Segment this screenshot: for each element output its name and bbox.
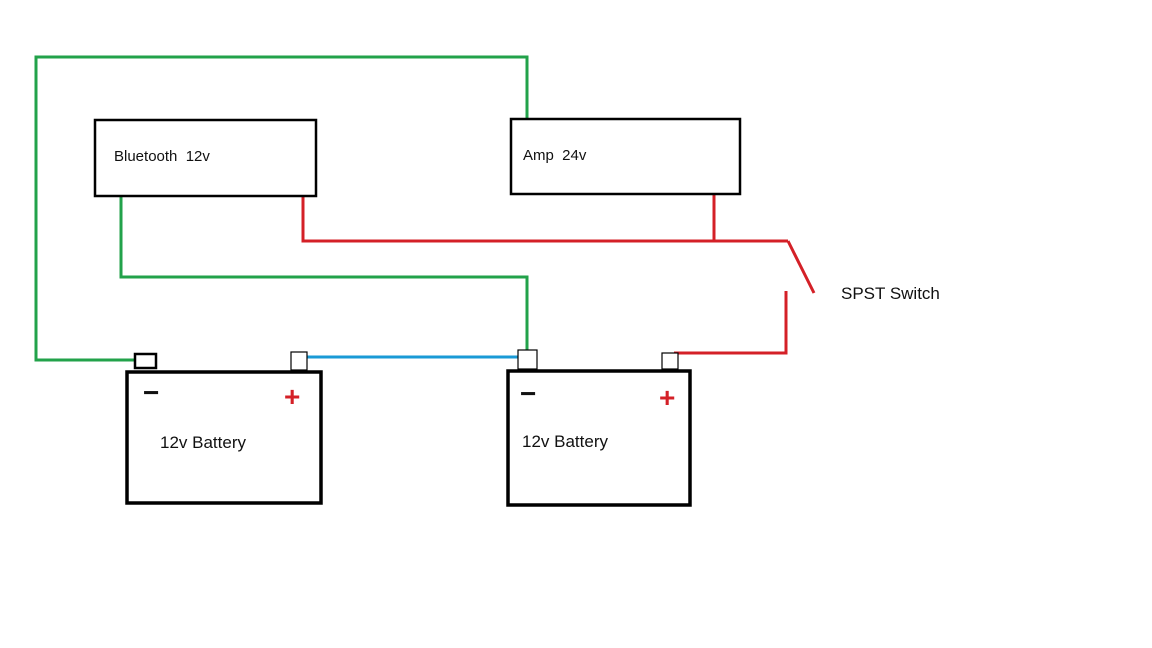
battery-right-body bbox=[506, 369, 692, 507]
battery-right-positive-symbol: + bbox=[659, 382, 675, 413]
bluetooth-label: Bluetooth 12v bbox=[114, 148, 210, 165]
green-wire-outer-loop bbox=[34, 55, 529, 362]
battery-left: − + 12v Battery bbox=[125, 351, 323, 505]
bluetooth-module: Bluetooth 12v bbox=[93, 118, 318, 198]
battery-right-negative-symbol: − bbox=[520, 378, 536, 409]
red-wire-switch-to-battery bbox=[674, 291, 788, 355]
battery-right: − + 12v Battery bbox=[506, 349, 692, 507]
battery-right-label: 12v Battery bbox=[522, 432, 608, 451]
battery-left-body bbox=[125, 370, 323, 505]
amp-label: Amp 24v bbox=[523, 147, 587, 164]
battery-left-positive-symbol: + bbox=[284, 381, 300, 412]
amp-box bbox=[509, 117, 742, 196]
battery-left-positive-terminal bbox=[290, 351, 308, 371]
green-wire-bluetooth-to-right-battery bbox=[119, 196, 529, 352]
battery-right-negative-terminal bbox=[517, 349, 538, 370]
battery-right-positive-terminal bbox=[661, 352, 679, 370]
battery-left-negative-symbol: − bbox=[143, 377, 159, 408]
battery-left-label: 12v Battery bbox=[160, 433, 246, 452]
battery-left-negative-terminal bbox=[133, 352, 158, 370]
amp-module: Amp 24v bbox=[509, 117, 742, 196]
switch-lever bbox=[786, 240, 816, 294]
bluetooth-box bbox=[93, 118, 318, 198]
switch-label: SPST Switch bbox=[841, 284, 940, 303]
red-wire-bluetooth-positive bbox=[301, 196, 788, 243]
